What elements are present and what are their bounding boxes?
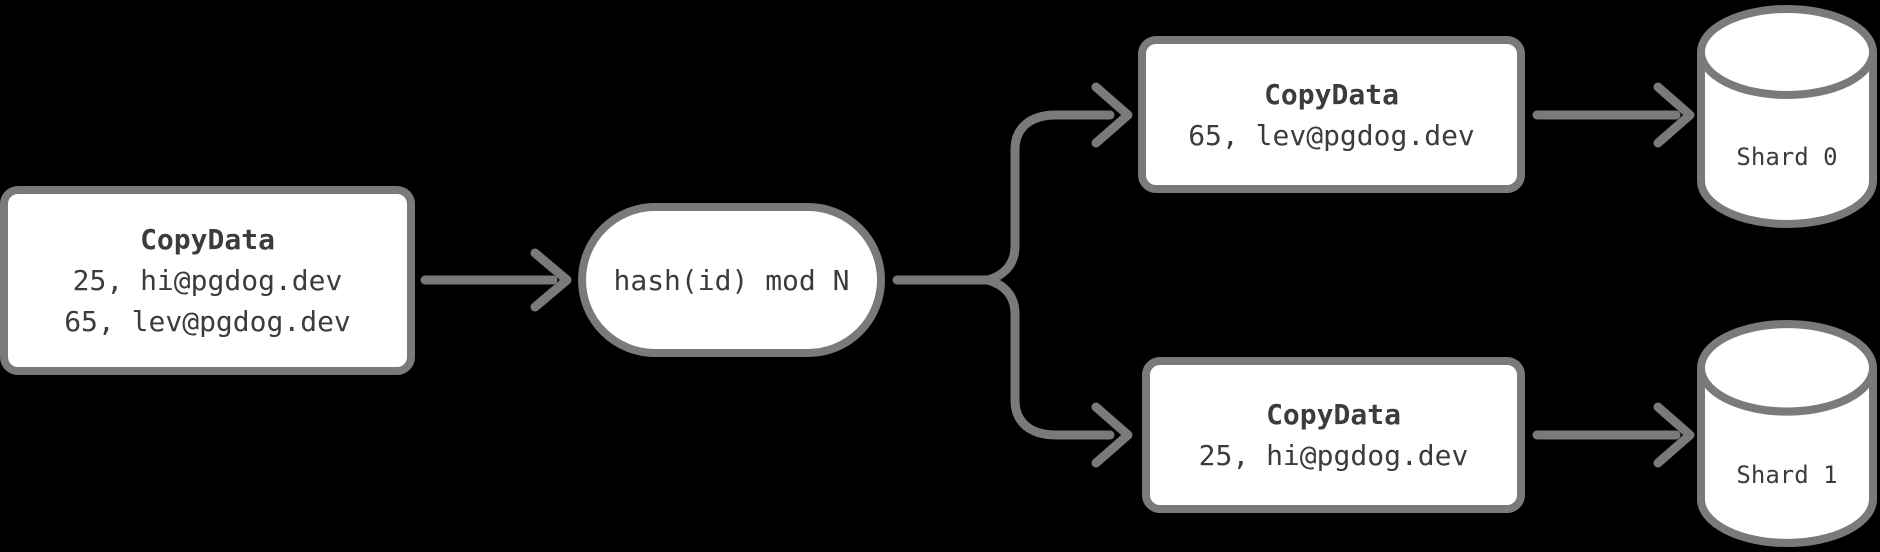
arrow-shard1-copy-to-db xyxy=(1532,402,1695,468)
shard0-copydata-title: CopyData xyxy=(1264,77,1399,111)
shard1-copydata-row: 25, hi@pgdog.dev xyxy=(1198,439,1469,472)
fork-branch-upper xyxy=(983,82,1133,285)
shard0-copydata-node: CopyData 65, lev@pgdog.dev xyxy=(1138,36,1525,193)
shard1-copydata-title: CopyData xyxy=(1266,398,1401,431)
hash-function-node: hash(id) mod N xyxy=(578,203,885,357)
input-copydata-row: 25, hi@pgdog.dev xyxy=(72,264,343,297)
shard0-label: Shard 0 xyxy=(1736,143,1838,172)
shard0-copydata-row: 65, lev@pgdog.dev xyxy=(1188,118,1475,152)
database-cylinder-icon xyxy=(1697,320,1877,547)
database-cylinder-icon xyxy=(1697,5,1877,228)
fork-branch-lower xyxy=(983,275,1133,468)
input-copydata-title: CopyData xyxy=(140,223,275,256)
shard1-database-node: Shard 1 xyxy=(1697,320,1877,547)
input-copydata-row: 65, lev@pgdog.dev xyxy=(64,305,351,338)
input-copydata-node: CopyData 25, hi@pgdog.dev 65, lev@pgdog.… xyxy=(0,186,415,375)
shard1-label: Shard 1 xyxy=(1736,461,1838,489)
shard1-copydata-node: CopyData 25, hi@pgdog.dev xyxy=(1142,357,1525,513)
shard0-database-node: Shard 0 xyxy=(1697,5,1877,228)
arrow-shard0-copy-to-db xyxy=(1532,82,1695,148)
hash-function-label: hash(id) mod N xyxy=(613,263,850,297)
arrow-input-to-hash xyxy=(420,248,572,312)
